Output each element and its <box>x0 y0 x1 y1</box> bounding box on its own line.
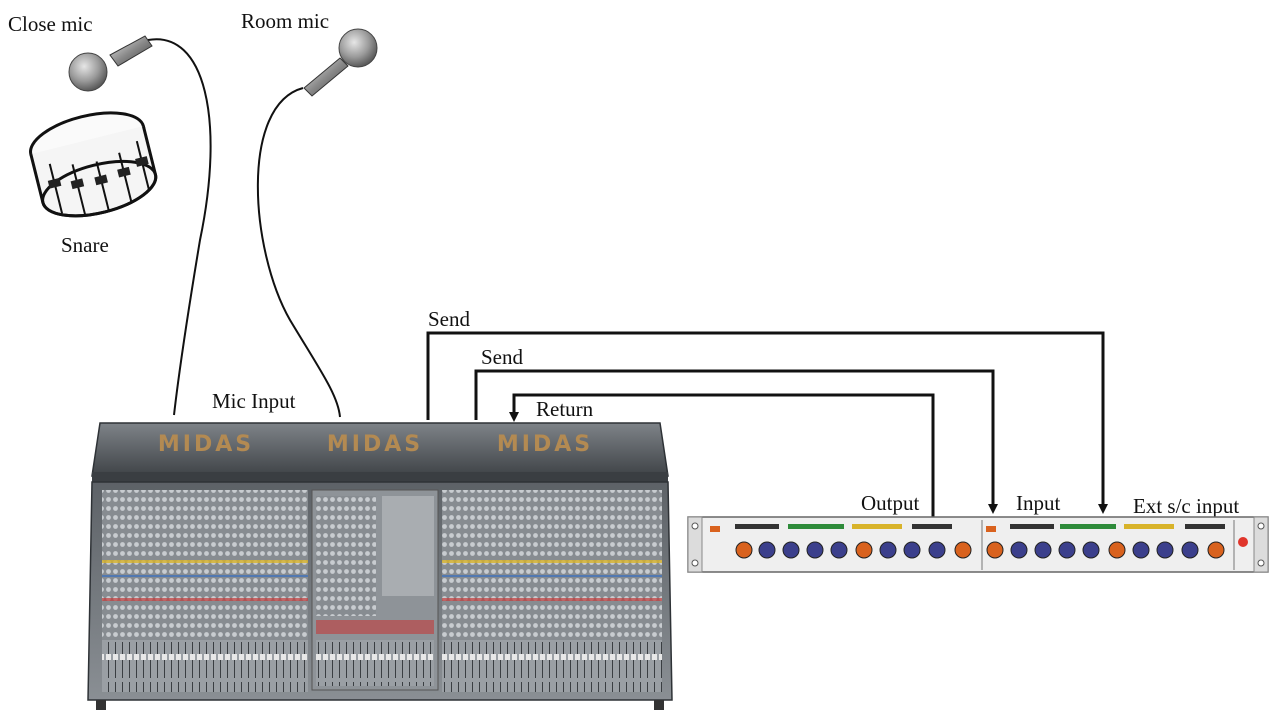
console-logo: MIDAS MIDAS MIDAS <box>158 432 593 457</box>
room-mic-icon <box>304 29 377 96</box>
console-logo-text-3: MIDAS <box>497 432 593 457</box>
room-mic-cable <box>258 88 340 417</box>
close-mic-cable <box>148 39 211 415</box>
snare-drum-icon <box>25 103 161 226</box>
rack-compressor-unit-icon <box>688 517 1268 572</box>
close-mic-icon <box>69 36 152 91</box>
mixing-console-icon: MIDAS MIDAS MIDAS <box>88 423 672 710</box>
console-logo-text-1: MIDAS <box>158 432 254 457</box>
console-logo-text-2: MIDAS <box>327 432 423 457</box>
